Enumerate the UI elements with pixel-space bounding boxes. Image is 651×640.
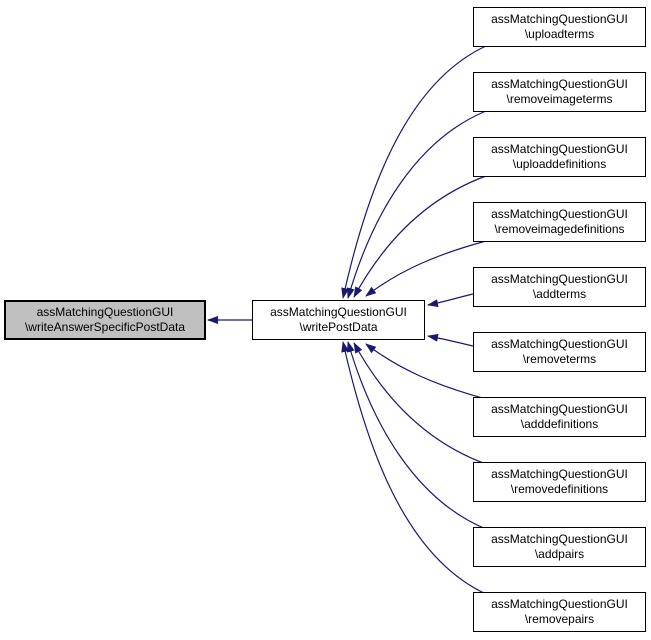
node-uploadterms[interactable]: assMatchingQuestionGUI \uploadterms bbox=[473, 7, 646, 47]
edge-uploaddefinitions-to-writepostdata bbox=[353, 175, 487, 298]
node-class-name: assMatchingQuestionGUI bbox=[491, 467, 628, 481]
node-method-name: \addterms bbox=[532, 287, 587, 301]
node-class-name: assMatchingQuestionGUI bbox=[491, 272, 628, 286]
node-class-name: assMatchingQuestionGUI bbox=[491, 142, 628, 156]
node-class-name: assMatchingQuestionGUI bbox=[491, 402, 628, 416]
node-method-name: \writePostData bbox=[299, 320, 378, 334]
node-method-name: \removeimageterms bbox=[506, 92, 613, 106]
node-class-name: assMatchingQuestionGUI bbox=[36, 305, 174, 319]
node-class-name: assMatchingQuestionGUI bbox=[491, 597, 628, 611]
edge-removepairs-to-writepostdata bbox=[341, 341, 487, 595]
node-method-name: \uploadterms bbox=[524, 27, 595, 41]
edge-addterms-to-writepostdata bbox=[427, 293, 474, 308]
node-class-name: assMatchingQuestionGUI bbox=[491, 207, 628, 221]
node-removeimageterms[interactable]: assMatchingQuestionGUI \removeimageterms bbox=[473, 72, 646, 112]
node-method-name: \writeAnswerSpecificPostData bbox=[24, 320, 186, 334]
node-method-name: \adddefinitions bbox=[520, 417, 599, 431]
edge-removeimagedefinitions-to-writepostdata bbox=[365, 240, 487, 297]
node-writeanswerspecificpostdata: assMatchingQuestionGUI \writeAnswerSpeci… bbox=[4, 300, 206, 340]
node-class-name: assMatchingQuestionGUI bbox=[270, 305, 407, 319]
edge-removedefinitions-to-writepostdata bbox=[353, 342, 487, 465]
node-class-name: assMatchingQuestionGUI bbox=[491, 532, 628, 546]
node-class-name: assMatchingQuestionGUI bbox=[491, 12, 628, 26]
edge-removeimageterms-to-writepostdata bbox=[346, 110, 487, 299]
node-method-name: \removepairs bbox=[524, 612, 595, 626]
node-addterms[interactable]: assMatchingQuestionGUI \addterms bbox=[473, 267, 646, 307]
node-method-name: \uploaddefinitions bbox=[512, 157, 607, 171]
node-removeterms[interactable]: assMatchingQuestionGUI \removeterms bbox=[473, 332, 646, 372]
node-removedefinitions[interactable]: assMatchingQuestionGUI \removedefinition… bbox=[473, 462, 646, 502]
node-uploaddefinitions[interactable]: assMatchingQuestionGUI \uploaddefinition… bbox=[473, 137, 646, 177]
node-writepostdata[interactable]: assMatchingQuestionGUI \writePostData bbox=[252, 300, 425, 340]
edge-removeterms-to-writepostdata bbox=[427, 333, 474, 347]
edge-uploadterms-to-writepostdata bbox=[341, 45, 487, 299]
node-method-name: \addpairs bbox=[534, 547, 585, 561]
node-class-name: assMatchingQuestionGUI bbox=[491, 337, 628, 351]
edge-addpairs-to-writepostdata bbox=[346, 341, 487, 530]
node-method-name: \removeimagedefinitions bbox=[494, 222, 625, 236]
node-removeimagedefinitions[interactable]: assMatchingQuestionGUI \removeimagedefin… bbox=[473, 202, 646, 242]
node-method-name: \removedefinitions bbox=[510, 482, 609, 496]
node-adddefinitions[interactable]: assMatchingQuestionGUI \adddefinitions bbox=[473, 397, 646, 437]
node-method-name: \removeterms bbox=[522, 352, 597, 366]
node-addpairs[interactable]: assMatchingQuestionGUI \addpairs bbox=[473, 527, 646, 567]
node-removepairs[interactable]: assMatchingQuestionGUI \removepairs bbox=[473, 592, 646, 632]
node-class-name: assMatchingQuestionGUI bbox=[491, 77, 628, 91]
edge-adddefinitions-to-writepostdata bbox=[365, 343, 487, 400]
